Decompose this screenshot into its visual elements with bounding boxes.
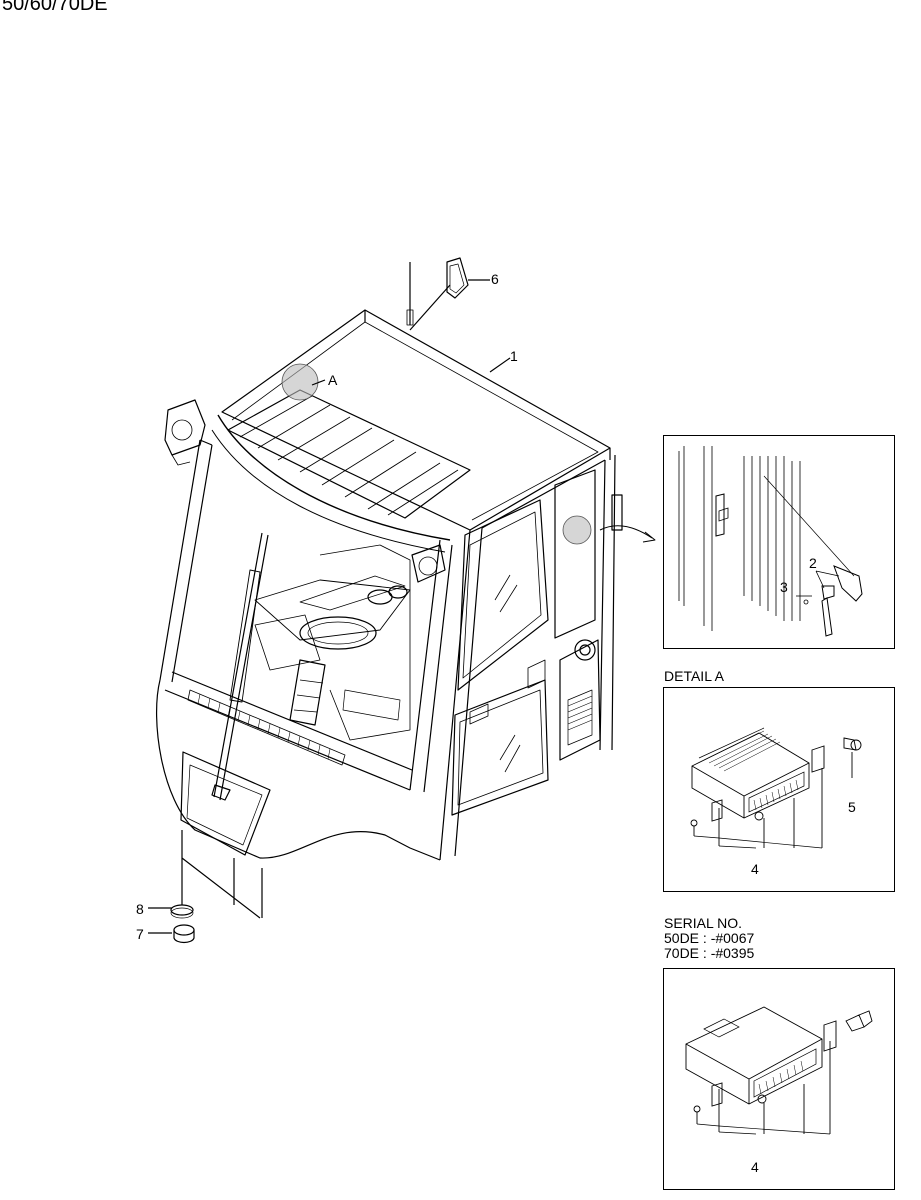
callout-4-detail-a: 4 (751, 861, 759, 877)
detail-a-title: DETAIL A (664, 668, 724, 684)
callout-1: 1 (510, 348, 518, 364)
callout-5: 5 (848, 799, 856, 815)
wiper-arm (213, 532, 269, 801)
callout-4-serial: 4 (751, 1159, 759, 1175)
callout-6: 6 (491, 271, 499, 287)
callout-8: 8 (136, 901, 144, 917)
rear-mirror (611, 494, 623, 531)
radio-unit-variant (685, 1006, 823, 1105)
grommet (173, 924, 195, 936)
serial-line-2: 50DE : -#0067 (664, 930, 755, 946)
steering-column (289, 659, 326, 726)
lever-detail-box: 2 3 (663, 435, 895, 649)
serial-variant-box: 4 (663, 968, 895, 1190)
door-window-lower (451, 679, 549, 816)
detail-a-box: 5 4 (663, 687, 895, 892)
antenna-cover (446, 257, 469, 299)
lever-marker (562, 515, 592, 545)
serial-line-3: 70DE : -#0395 (664, 945, 755, 961)
front-access-panel (180, 751, 271, 856)
right-work-lamp (411, 544, 446, 583)
callout-3: 3 (780, 579, 788, 595)
front-lower-body (155, 679, 441, 861)
detail-a-marker (281, 363, 319, 401)
callout-2: 2 (809, 555, 817, 571)
model-header: 50/60/70DE (2, 0, 108, 15)
door-window-upper (457, 499, 549, 691)
steering-wheel (299, 616, 377, 650)
left-work-lamp (164, 399, 206, 456)
sunroof-grille (227, 389, 471, 519)
radio-unit (691, 732, 810, 819)
callout-a: A (328, 372, 338, 388)
serial-line-1: SERIAL NO. (664, 915, 743, 931)
band-clamp (170, 904, 194, 916)
callout-7: 7 (136, 926, 144, 942)
mounting-bracket (811, 745, 825, 773)
dashboard (254, 579, 411, 641)
